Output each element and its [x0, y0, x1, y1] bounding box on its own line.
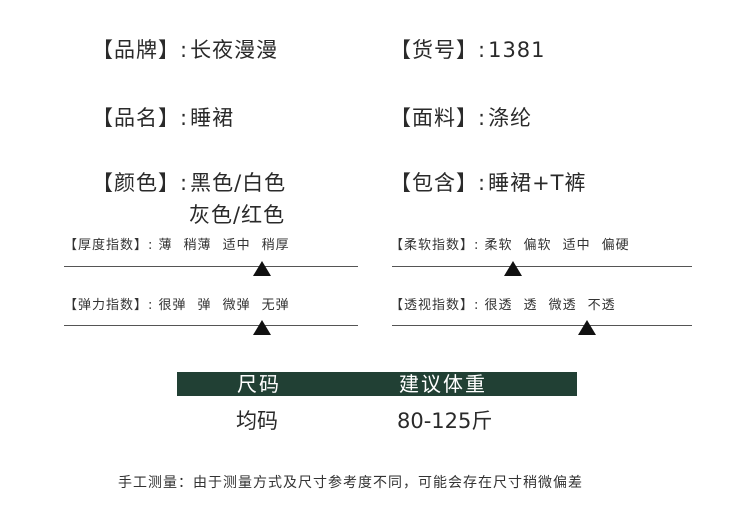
softness-option: 柔软: [484, 238, 513, 253]
thickness-scale: 【厚度指数】: 薄稍薄适中稍厚: [64, 234, 301, 253]
fabric-value: 涤纶: [488, 106, 533, 130]
brand-value: 长夜漫漫: [190, 38, 279, 62]
elasticity-options: 很弹弹微弹无弹: [159, 298, 301, 313]
transparency-marker-icon: [578, 320, 596, 335]
elasticity-option: 微弹: [222, 298, 251, 313]
name-field: 【品名】:睡裙: [92, 102, 234, 132]
brand-label: 【品牌】:: [92, 38, 189, 62]
name-label: 【品名】:: [92, 106, 189, 130]
transparency-scale-line: [392, 325, 692, 326]
colors-field: 【颜色】:黑色/白色 灰色/红色: [92, 167, 287, 227]
includes-label: 【包含】:: [390, 171, 487, 195]
fabric-field: 【面料】:涤纶: [390, 102, 532, 132]
elasticity-option: 弹: [197, 298, 212, 313]
transparency-option: 很透: [484, 298, 513, 313]
elasticity-label: 【弹力指数】:: [64, 298, 154, 313]
brand-field: 【品牌】:长夜漫漫: [92, 34, 278, 64]
thickness-option: 稍厚: [261, 238, 290, 253]
colors-label: 【颜色】:: [92, 171, 189, 195]
colors-value-line1: 黑色/白色: [190, 171, 287, 195]
thickness-label: 【厚度指数】:: [64, 238, 154, 253]
fabric-label: 【面料】:: [390, 106, 487, 130]
elasticity-option: 很弹: [158, 298, 187, 313]
item-no-value: 1381: [488, 38, 546, 62]
transparency-scale: 【透视指数】: 很透透微透不透: [390, 294, 627, 313]
colors-value-line2: 灰色/红色: [189, 203, 286, 227]
name-value: 睡裙: [190, 106, 235, 130]
thickness-scale-line: [64, 266, 358, 267]
softness-option: 适中: [562, 238, 591, 253]
softness-option: 偏软: [523, 238, 552, 253]
thickness-option: 稍薄: [183, 238, 212, 253]
size-header-cell: 尺码: [237, 372, 281, 396]
includes-value: 睡裙+T裤: [488, 171, 587, 195]
measurement-note: 手工测量：由于测量方式及尺寸参考度不同，可能会存在尺寸稍微偏差: [118, 475, 583, 491]
softness-marker-icon: [504, 261, 522, 276]
softness-scale: 【柔软指数】: 柔软偏软适中偏硬: [390, 234, 641, 253]
item-no-field: 【货号】:1381: [390, 34, 546, 64]
transparency-option: 透: [523, 298, 538, 313]
softness-option: 偏硬: [601, 238, 630, 253]
includes-field: 【包含】:睡裙+T裤: [390, 167, 587, 197]
transparency-options: 很透透微透不透: [485, 298, 627, 313]
thickness-option: 薄: [158, 238, 173, 253]
weight-header-cell: 建议体重: [399, 372, 487, 396]
elasticity-scale-line: [64, 325, 358, 326]
softness-label: 【柔软指数】:: [390, 238, 480, 253]
thickness-option: 适中: [222, 238, 251, 253]
size-cell: 均码: [236, 409, 278, 433]
item-no-label: 【货号】:: [390, 38, 487, 62]
weight-cell: 80-125斤: [397, 409, 493, 433]
size-table-header: 尺码 建议体重: [177, 372, 577, 396]
thickness-options: 薄稍薄适中稍厚: [159, 238, 301, 253]
elasticity-scale: 【弹力指数】: 很弹弹微弹无弹: [64, 294, 301, 313]
softness-options: 柔软偏软适中偏硬: [485, 238, 641, 253]
transparency-label: 【透视指数】:: [390, 298, 480, 313]
thickness-marker-icon: [253, 261, 271, 276]
softness-scale-line: [392, 266, 692, 267]
transparency-option: 微透: [548, 298, 577, 313]
elasticity-marker-icon: [253, 320, 271, 335]
transparency-option: 不透: [587, 298, 616, 313]
elasticity-option: 无弹: [261, 298, 290, 313]
